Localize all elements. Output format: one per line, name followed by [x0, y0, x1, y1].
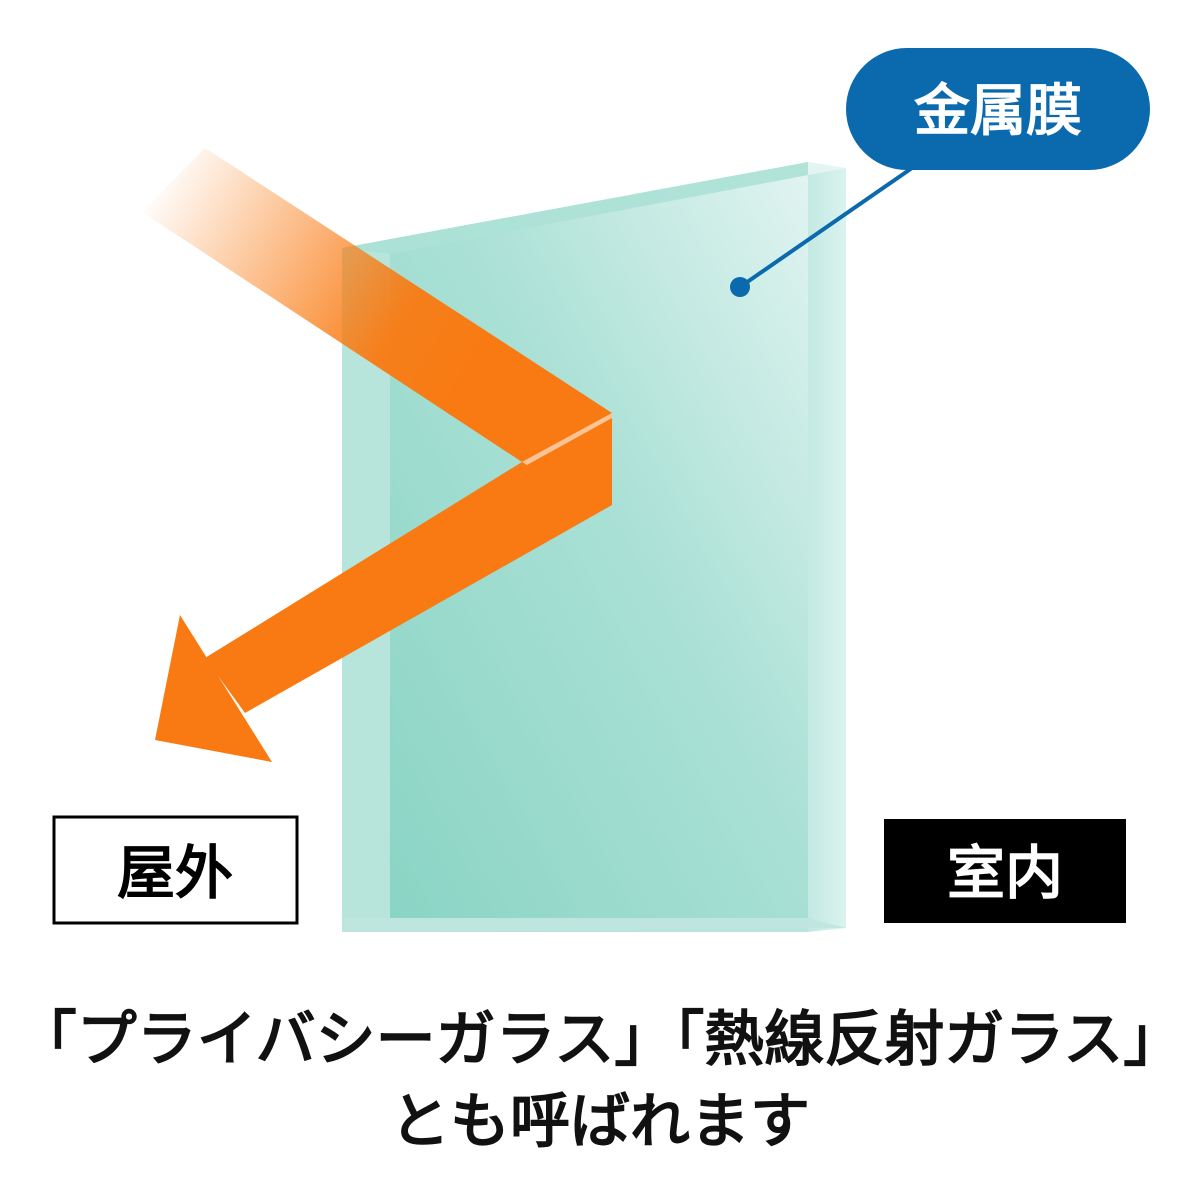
callout-leader-line [738, 166, 914, 289]
callout-label: 金属膜 [913, 79, 1082, 144]
callout-dot [730, 277, 750, 297]
reflected-arrow-head [155, 615, 272, 762]
glass-bottom-edge [342, 918, 846, 932]
incoming-heat-ray [142, 148, 612, 462]
metal-film-callout: 金属膜 [730, 48, 1150, 297]
inside-label: 室内 [947, 839, 1063, 907]
ray-fold-edge [522, 413, 612, 465]
outside-label-box: 屋外 [52, 815, 299, 925]
outside-box-frame [52, 815, 299, 925]
glass-side-face [808, 162, 846, 932]
callout-pill [846, 48, 1150, 170]
reflected-heat-arrow [155, 413, 612, 762]
inside-box-fill [884, 819, 1126, 923]
caption-line-1: 「プライバシーガラス」「熱線反射ガラス」 [16, 1005, 1184, 1075]
reflected-arrow-shaft [205, 413, 612, 713]
caption-line-2: とも呼ばれます [390, 1087, 810, 1157]
inside-label-box: 室内 [884, 819, 1126, 923]
outside-label: 屋外 [117, 839, 233, 907]
